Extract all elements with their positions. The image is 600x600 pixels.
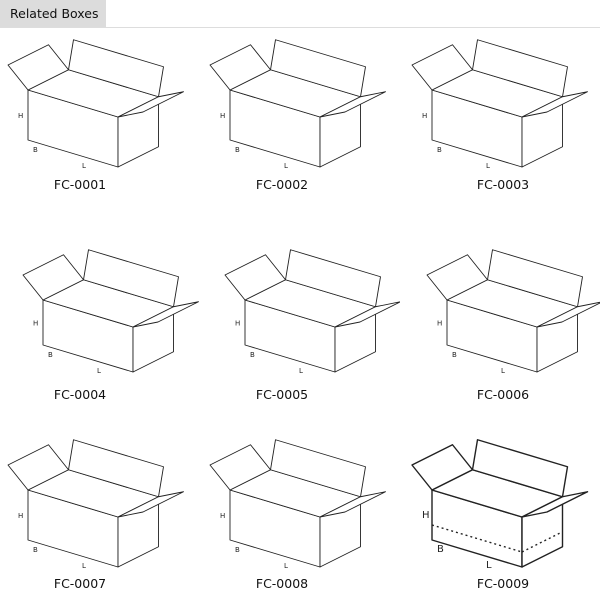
box-flap: [117, 91, 184, 118]
header-divider: [0, 27, 600, 28]
box-flap: [224, 254, 286, 301]
box-code-label[interactable]: FC-0009: [476, 576, 530, 591]
box-item[interactable]: H B L FC-0002: [200, 30, 400, 200]
length-label: L: [97, 367, 101, 375]
box-flap: [471, 439, 569, 498]
box-flap: [521, 491, 589, 518]
box-code-label[interactable]: FC-0006: [476, 387, 530, 402]
breadth-label: B: [33, 546, 38, 554]
box-flap: [68, 439, 164, 498]
box-flap: [270, 39, 366, 98]
box-item[interactable]: H B L FC-0009: [400, 415, 600, 600]
box-code-label[interactable]: FC-0008: [255, 576, 309, 591]
length-label: L: [284, 162, 288, 170]
box-drawing: H B L: [224, 249, 400, 375]
box-item[interactable]: H B L FC-0004: [0, 205, 200, 410]
box-flap: [209, 444, 271, 491]
length-label: L: [501, 367, 505, 375]
box-code-label[interactable]: FC-0004: [53, 387, 107, 402]
breadth-label: B: [437, 544, 444, 555]
box-drawing: H B L: [7, 39, 184, 170]
box-item[interactable]: H B L FC-0005: [200, 205, 400, 410]
height-label: H: [235, 320, 240, 328]
breadth-label: B: [235, 546, 240, 554]
box-flap: [7, 44, 69, 91]
box-drawing: H B L: [209, 39, 386, 170]
height-label: H: [422, 112, 427, 120]
length-label: L: [486, 162, 490, 170]
box-drawing: H B L: [22, 249, 199, 375]
box-flap: [319, 91, 386, 118]
box-drawing: H B L: [209, 439, 386, 570]
box-code-label[interactable]: FC-0002: [255, 177, 309, 192]
height-label: H: [33, 320, 38, 328]
box-flap: [521, 91, 588, 118]
box-item[interactable]: H B L FC-0006: [400, 205, 600, 410]
length-label: L: [82, 562, 86, 570]
box-flap: [411, 44, 473, 91]
box-item[interactable]: H B L FC-0001: [0, 30, 200, 200]
length-label: L: [82, 162, 86, 170]
box-flap: [117, 491, 184, 518]
box-code-label[interactable]: FC-0005: [255, 387, 309, 402]
section-title: Related Boxes: [10, 6, 99, 21]
box-flap: [426, 254, 488, 301]
height-label: H: [437, 320, 442, 328]
height-label: H: [18, 112, 23, 120]
box-flap: [22, 254, 84, 301]
box-flap: [270, 439, 366, 498]
length-label: L: [284, 562, 288, 570]
breadth-label: B: [48, 351, 53, 359]
box-flap: [68, 39, 164, 98]
box-flap: [83, 249, 179, 308]
breadth-label: B: [452, 351, 457, 359]
box-code-label[interactable]: FC-0007: [53, 576, 107, 591]
length-label: L: [299, 367, 303, 375]
box-flap: [209, 44, 271, 91]
box-flap: [285, 249, 381, 308]
breadth-label: B: [250, 351, 255, 359]
box-item[interactable]: H B L FC-0008: [200, 415, 400, 600]
box-flap: [472, 39, 568, 98]
height-label: H: [220, 112, 225, 120]
breadth-label: B: [437, 146, 442, 154]
box-drawing: H B L: [411, 39, 588, 170]
length-label: L: [486, 560, 492, 571]
box-flap: [536, 301, 600, 328]
height-label: H: [18, 512, 23, 520]
box-flap: [334, 301, 400, 328]
box-item[interactable]: H B L FC-0003: [400, 30, 600, 200]
box-code-label[interactable]: FC-0003: [476, 177, 530, 192]
breadth-label: B: [235, 146, 240, 154]
box-item[interactable]: H B L FC-0007: [0, 415, 200, 600]
box-drawing: H B L: [7, 439, 184, 570]
height-label: H: [422, 510, 430, 521]
box-code-label[interactable]: FC-0001: [53, 177, 107, 192]
box-flap: [7, 444, 69, 491]
height-label: H: [220, 512, 225, 520]
box-flap: [487, 249, 583, 308]
box-flap: [132, 301, 199, 328]
box-drawing: H B L: [411, 439, 589, 571]
breadth-label: B: [33, 146, 38, 154]
box-flap: [319, 491, 386, 518]
box-flap: [411, 444, 474, 491]
box-drawing: H B L: [426, 249, 600, 375]
related-boxes-tab[interactable]: Related Boxes: [0, 0, 106, 27]
